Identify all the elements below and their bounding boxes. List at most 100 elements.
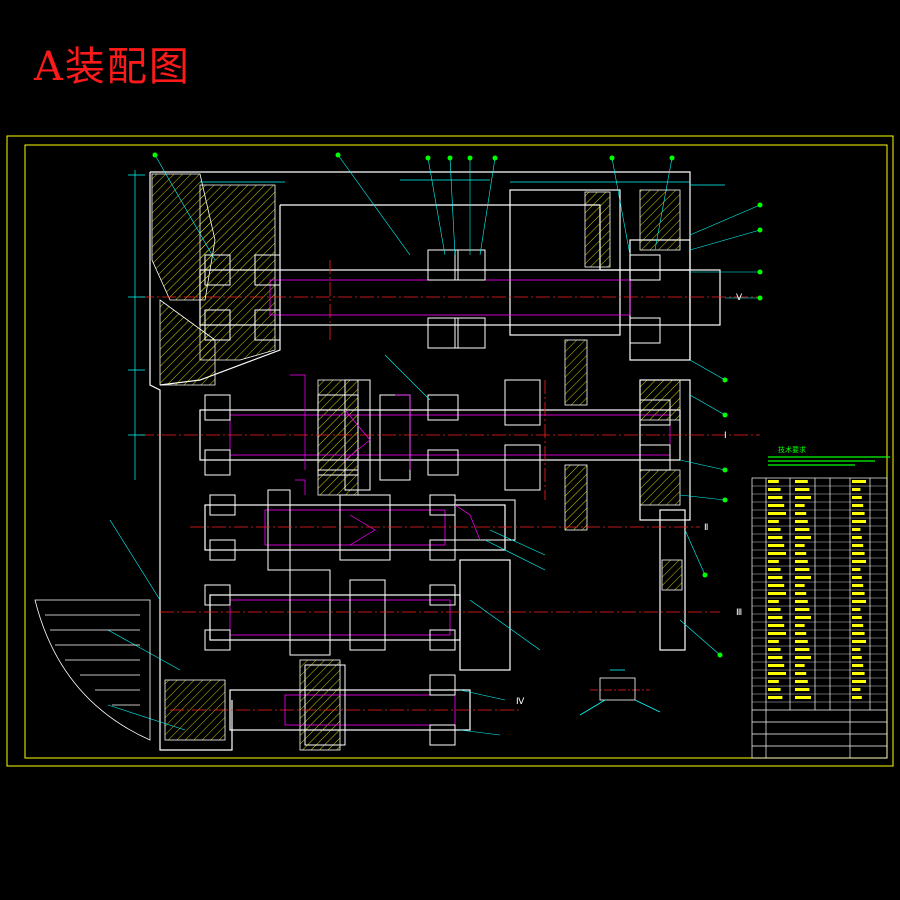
parts-list-entry-mark bbox=[768, 568, 781, 571]
parts-list-entry-mark bbox=[768, 624, 785, 627]
parts-list-entry-mark bbox=[852, 648, 861, 651]
parts-list-entry-mark bbox=[852, 568, 861, 571]
parts-list-entry-mark bbox=[795, 488, 810, 491]
hatched-sections bbox=[151, 173, 683, 751]
parts-list-entry-mark bbox=[795, 680, 808, 683]
gears bbox=[267, 379, 541, 746]
parts-list-entry-mark bbox=[795, 600, 808, 603]
parts-list-entry-mark bbox=[852, 488, 861, 491]
parts-list-entry-mark bbox=[795, 648, 810, 651]
parts-list-entry-mark bbox=[768, 520, 779, 523]
tech-requirements-heading: 技术要求 bbox=[778, 445, 806, 454]
parts-list-entry-mark bbox=[768, 696, 783, 699]
parts-list-entry-mark bbox=[852, 688, 861, 691]
parts-list-entry-mark bbox=[795, 544, 805, 547]
parts-list-entry-mark bbox=[852, 672, 865, 675]
parts-list-entry-mark bbox=[768, 592, 786, 595]
parts-list-entry-mark bbox=[795, 664, 805, 667]
parts-list-entry-mark bbox=[768, 536, 783, 539]
inner-frame bbox=[24, 144, 888, 759]
parts-list-entry-mark bbox=[768, 560, 779, 563]
parts-list-entry-mark bbox=[795, 688, 810, 691]
parts-list-entry-mark bbox=[795, 504, 805, 507]
parts-list-entry-mark bbox=[852, 608, 861, 611]
parts-list-entry-mark bbox=[768, 584, 785, 587]
parts-list-marks bbox=[768, 480, 866, 699]
parts-list-entry-mark bbox=[768, 680, 779, 683]
parts-list-entry-mark bbox=[768, 528, 781, 531]
parts-list-entry-mark bbox=[852, 664, 864, 667]
parts-list-entry-mark bbox=[795, 512, 807, 515]
parts-list-entry-mark bbox=[768, 480, 779, 483]
parts-list-entry-mark bbox=[768, 672, 786, 675]
parts-list-entry-mark bbox=[768, 576, 783, 579]
parts-list-entry-mark bbox=[795, 656, 811, 659]
axis-label-4: Ⅳ bbox=[516, 697, 525, 707]
parts-list-entry-mark bbox=[852, 552, 865, 555]
parts-list-entry-mark bbox=[852, 520, 866, 523]
parts-list-entry-mark bbox=[795, 696, 811, 699]
parts-list-entry-mark bbox=[768, 648, 781, 651]
parts-list-entry-mark bbox=[852, 560, 866, 563]
parts-list-entry-mark bbox=[852, 680, 866, 683]
side-guard bbox=[34, 599, 151, 741]
parts-list-entry-mark bbox=[795, 480, 808, 483]
technical-requirements: 技术要求 bbox=[768, 445, 890, 466]
bearings bbox=[204, 249, 671, 746]
parts-list-entry-mark bbox=[768, 552, 786, 555]
parts-list-entry-mark bbox=[795, 552, 807, 555]
shafts bbox=[199, 269, 721, 731]
parts-list-entry-mark bbox=[852, 496, 862, 499]
parts-list-entry-mark bbox=[852, 632, 865, 635]
parts-list-entry-mark bbox=[795, 616, 811, 619]
outer-frame bbox=[6, 135, 894, 767]
axis-label-3: Ⅲ bbox=[736, 608, 742, 618]
axis-label-1: Ⅰ bbox=[724, 431, 727, 441]
parts-list-entry-mark bbox=[795, 576, 811, 579]
parts-list-entry-mark bbox=[795, 672, 807, 675]
parts-list-entry-mark bbox=[852, 512, 865, 515]
parts-list-entry-mark bbox=[795, 608, 810, 611]
parts-list-entry-mark bbox=[768, 640, 779, 643]
parts-list-entry-mark bbox=[768, 664, 785, 667]
parts-list-entry-mark bbox=[768, 600, 779, 603]
parts-list-entry-mark bbox=[768, 632, 786, 635]
parts-list-entry-mark bbox=[795, 568, 810, 571]
gear-hatch-magenta bbox=[290, 374, 481, 546]
parts-list-entry-mark bbox=[795, 592, 807, 595]
parts-list-entry-mark bbox=[852, 600, 866, 603]
parts-list-entry-mark bbox=[768, 616, 783, 619]
parts-list-entry-mark bbox=[852, 480, 866, 483]
parts-list-entry-mark bbox=[768, 504, 785, 507]
centerlines bbox=[140, 260, 760, 711]
parts-list-entry-mark bbox=[852, 592, 865, 595]
drawing-title: A装配图 bbox=[34, 44, 191, 90]
parts-list-entry-mark bbox=[852, 616, 862, 619]
balloon-numbers bbox=[152, 152, 763, 658]
axis-label-2: Ⅱ bbox=[704, 523, 708, 533]
parts-list-entry-mark bbox=[795, 632, 807, 635]
dimension-lines bbox=[128, 170, 725, 480]
parts-list-entry-mark bbox=[795, 528, 810, 531]
parts-list-entry-mark bbox=[852, 640, 866, 643]
shaft-magenta-lines bbox=[229, 279, 671, 726]
parts-list-entry-mark bbox=[768, 488, 781, 491]
parts-list-entry-mark bbox=[768, 656, 783, 659]
leader-lines bbox=[107, 154, 761, 736]
axis-labels: Ⅰ Ⅱ Ⅲ Ⅳ Ⅴ bbox=[516, 293, 743, 707]
parts-list-table bbox=[751, 477, 888, 759]
parts-list-entry-mark bbox=[768, 544, 785, 547]
parts-list-entry-mark bbox=[795, 624, 805, 627]
parts-list-entry-mark bbox=[795, 584, 805, 587]
parts-list-entry-mark bbox=[852, 528, 861, 531]
parts-list-entry-mark bbox=[768, 496, 783, 499]
parts-list-entry-mark bbox=[795, 536, 811, 539]
parts-list-entry-mark bbox=[795, 560, 808, 563]
parts-list-entry-mark bbox=[852, 504, 864, 507]
parts-list-entry-mark bbox=[768, 512, 786, 515]
parts-list-entry-mark bbox=[795, 640, 808, 643]
parts-list-entry-mark bbox=[852, 584, 864, 587]
parts-list-entry-mark bbox=[852, 624, 864, 627]
parts-list-entry-mark bbox=[852, 544, 864, 547]
